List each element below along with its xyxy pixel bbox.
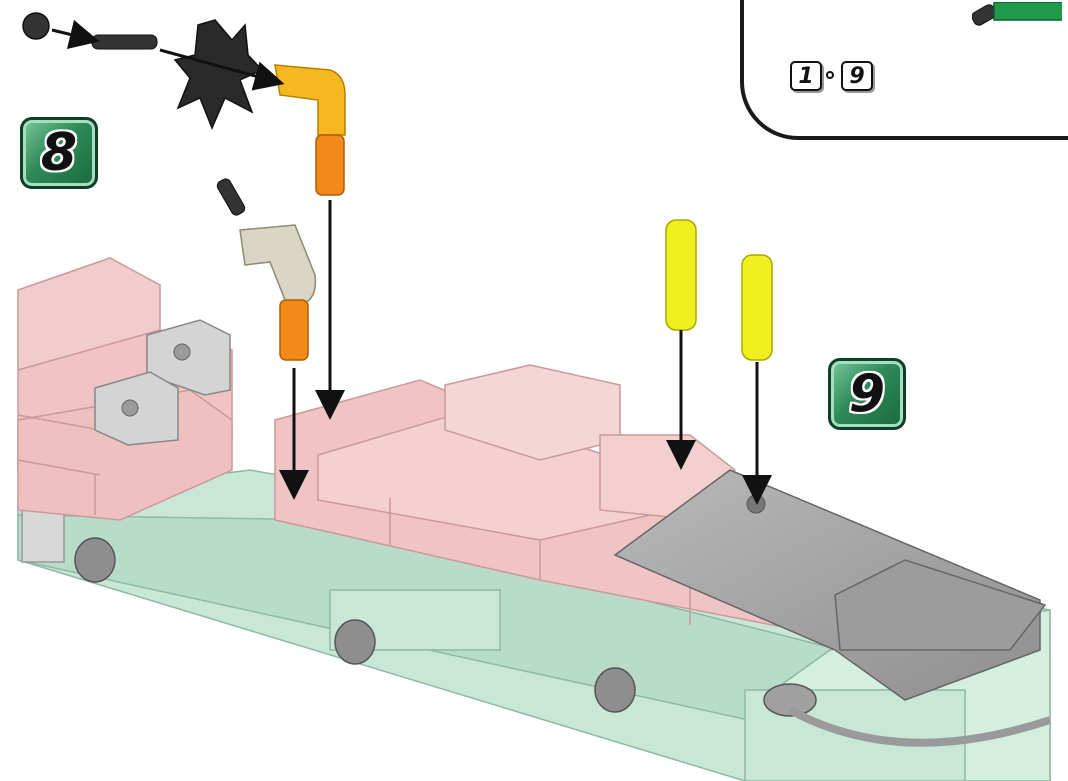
substep-callout <box>740 0 1068 140</box>
step-9-badge: 9 <box>828 358 906 430</box>
step-9-number: 9 <box>848 364 886 424</box>
callout-range-start: 1 <box>790 61 822 91</box>
step-8-number: 8 <box>40 123 78 183</box>
step-8-badge: 8 <box>20 117 98 189</box>
gray-technic-bricks <box>94 319 231 446</box>
axle-pegs <box>74 537 1052 747</box>
gray-nose-slope <box>613 469 1047 701</box>
tan-angle-connector-icon <box>216 178 317 361</box>
assembly-arrow-icon <box>51 19 772 505</box>
callout-range-end: 9 <box>841 61 873 91</box>
callout-range-separator <box>826 71 834 79</box>
orange-angle-connector-icon <box>274 64 346 196</box>
black-gear-icon <box>22 12 264 130</box>
yellow-pin-icon <box>665 219 773 361</box>
green-part-icon <box>972 2 1062 26</box>
